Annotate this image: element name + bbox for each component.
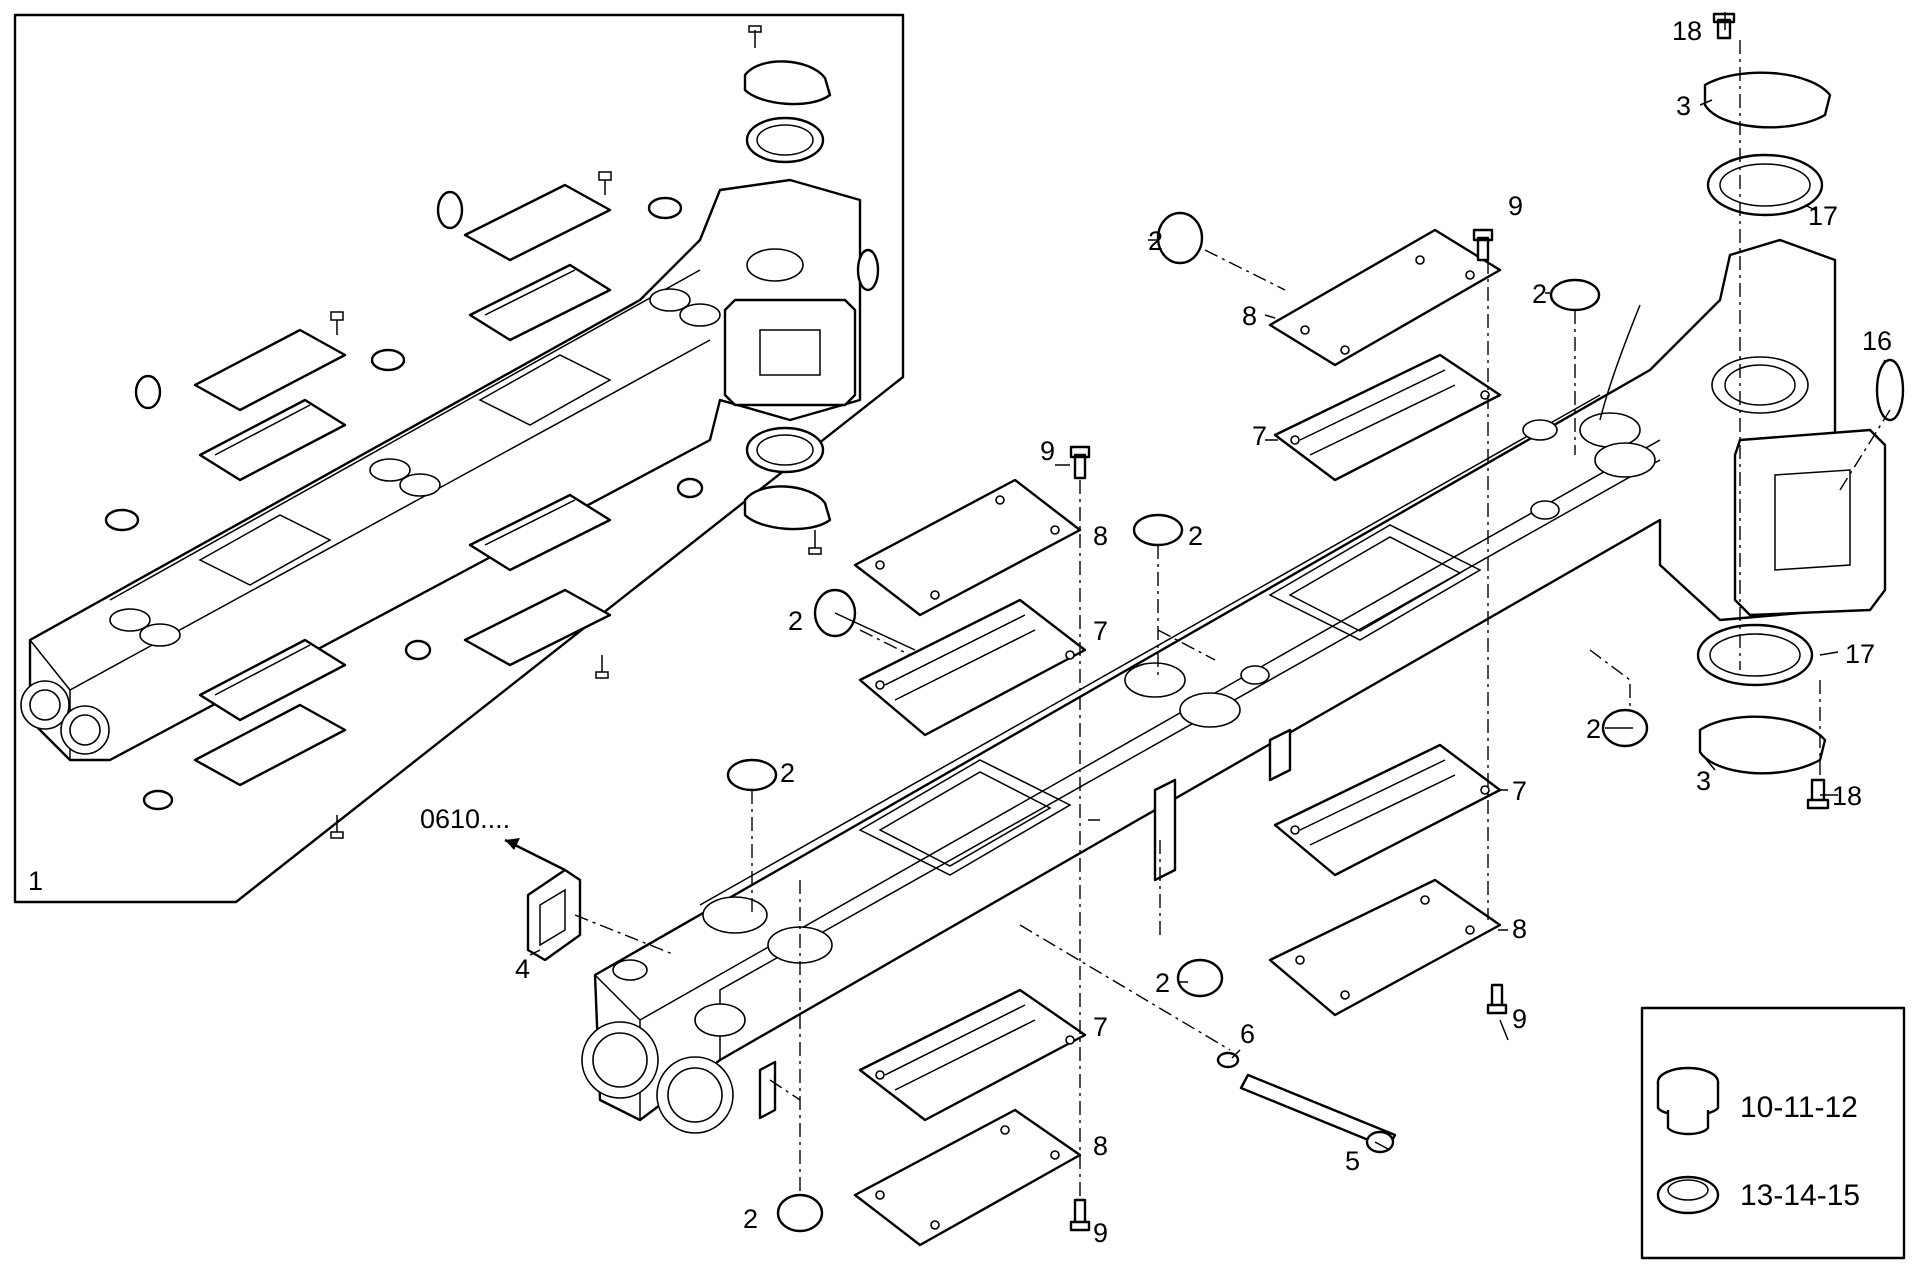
callout-18-bottom: 18	[1832, 781, 1862, 811]
callout-6: 6	[1240, 1019, 1255, 1049]
legend-seal-label: 13-14-15	[1740, 1179, 1860, 1212]
callout-7-left: 7	[1093, 616, 1108, 646]
callout-2-plug-center: 2	[1155, 968, 1170, 998]
alignment-lines	[574, 40, 1891, 1200]
reference-label: 0610....	[420, 804, 510, 834]
callout-2-plug-left: 2	[788, 606, 803, 636]
inset-label: 1	[28, 866, 43, 896]
callout-2-cup-front: 2	[780, 758, 795, 788]
callout-2-top: 2	[1148, 226, 1163, 256]
callout-2-plug-bottom: 2	[743, 1204, 758, 1234]
lower-right-gasket	[1273, 743, 1502, 877]
callout-labels: 18 3 17 16 9 2 8 7 2 9 8 2 2 7 2 17 2 3 …	[515, 16, 1892, 1248]
lower-right-cover-plate	[1268, 878, 1502, 1017]
callout-2-cup-right: 2	[1532, 279, 1547, 309]
callout-9-right: 9	[1512, 1004, 1527, 1034]
callout-8-left: 8	[1093, 521, 1108, 551]
left-cover-plate	[853, 478, 1082, 617]
bottom-round-cover	[1698, 715, 1827, 775]
legend-plug-label: 10-11-12	[1740, 1091, 1858, 1124]
callout-7-top-right: 7	[1252, 421, 1267, 451]
top-round-gasket	[1706, 153, 1824, 217]
callout-8-right: 8	[1512, 914, 1527, 944]
callout-16: 16	[1862, 326, 1892, 356]
leader-lines	[529, 12, 1886, 1151]
flange-gasket	[526, 868, 582, 962]
seal-ring-icon	[1656, 1175, 1720, 1215]
callout-2-plug-right: 2	[1586, 714, 1601, 744]
plug-icon	[1656, 1066, 1720, 1136]
callout-8-bottom: 8	[1093, 1131, 1108, 1161]
legend-box: 10-11-12 13-14-15	[1640, 1006, 1906, 1260]
callout-18-top: 18	[1672, 16, 1702, 46]
assembly-inset: 1	[13, 13, 905, 904]
upper-cover-plate	[1268, 228, 1502, 367]
long-bolt	[1239, 1073, 1397, 1154]
lower-left-cover-plate	[853, 1108, 1082, 1247]
callout-7-right: 7	[1512, 776, 1527, 806]
callout-4: 4	[515, 954, 530, 984]
inset-manifold	[20, 178, 862, 762]
callout-7-bottom: 7	[1093, 1012, 1108, 1042]
side-seal-ring	[1875, 358, 1905, 422]
callout-3-bottom: 3	[1696, 766, 1711, 796]
upper-gasket	[1273, 353, 1502, 482]
bottom-round-gasket	[1696, 623, 1814, 687]
left-gasket	[858, 598, 1087, 737]
callout-2-cup-left: 2	[1188, 521, 1203, 551]
top-round-cover	[1703, 71, 1832, 129]
callout-3-top: 3	[1676, 91, 1691, 121]
callout-9-top-right: 9	[1508, 191, 1523, 221]
callout-9-bottom: 9	[1093, 1218, 1108, 1248]
callout-9-left: 9	[1040, 436, 1055, 466]
lower-left-gasket	[858, 988, 1087, 1122]
callout-5: 5	[1345, 1146, 1360, 1176]
reference-arrow	[504, 838, 566, 872]
callout-8-top-right: 8	[1242, 301, 1257, 331]
callout-17-bottom: 17	[1845, 639, 1875, 669]
callout-17-top: 17	[1808, 201, 1838, 231]
